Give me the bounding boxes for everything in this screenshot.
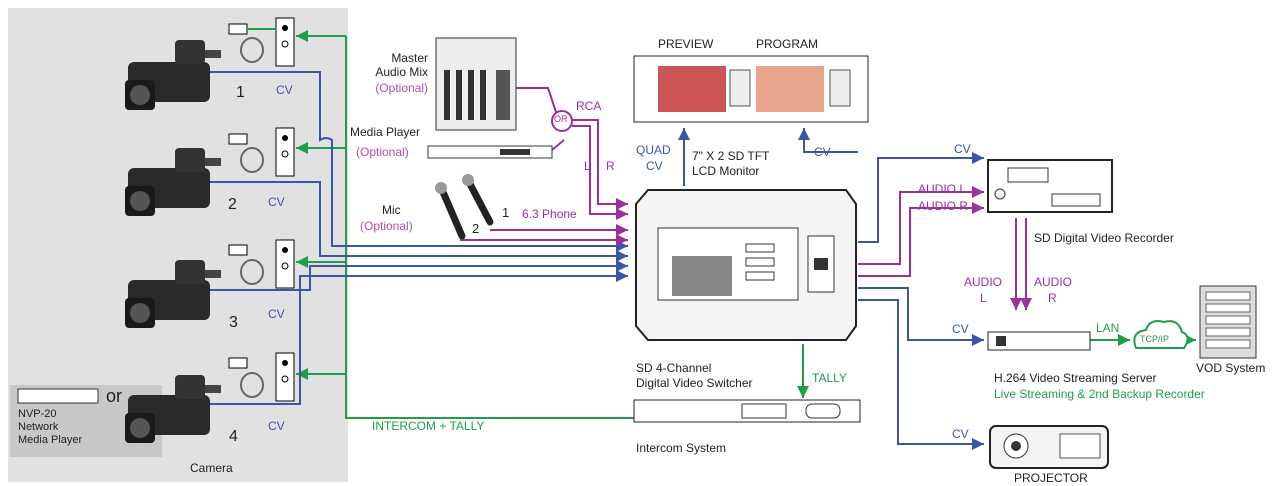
mic-label: Mic	[382, 203, 401, 217]
switcher-line2: Digital Video Switcher	[636, 376, 753, 390]
switcher-line1: SD 4-Channel	[636, 361, 712, 375]
camera-number-3: 3	[229, 314, 238, 331]
intercom-system-label: Intercom System	[636, 441, 727, 455]
cv-label-cam-4: CV	[268, 419, 285, 433]
lan-label: LAN	[1096, 321, 1120, 335]
intercom-device-icon	[633, 399, 861, 423]
nvp-name-line3: Media Player	[18, 434, 83, 446]
cv-label-cam-1: CV	[276, 83, 293, 97]
rca-l-label: L	[584, 159, 591, 173]
audio-down-l-line2: L	[980, 291, 987, 305]
camera-number-4: 4	[229, 428, 238, 445]
nvp-name-line2: Network	[18, 421, 59, 433]
audio-down-r-line1: AUDIO	[1034, 275, 1073, 289]
recorder-cv-label: CV	[954, 142, 971, 156]
vod-system-label: VOD System	[1196, 361, 1266, 375]
tcpip-cloud-icon	[1133, 320, 1189, 349]
intercom-wiring	[248, 28, 809, 419]
tally-label: TALLY	[812, 371, 847, 385]
recorder-audio-r-label: AUDIO R	[918, 199, 969, 213]
media-player-optional: (Optional)	[356, 145, 409, 159]
projector-cv-label: CV	[952, 427, 969, 441]
monitor-desc-line1: 7" X 2 SD TFT	[692, 149, 770, 163]
or-circle-label: OR	[554, 114, 568, 124]
intercom-tally-label: INTERCOM + TALLY	[372, 419, 485, 433]
video-switcher-icon	[635, 189, 857, 341]
camera-1	[125, 40, 221, 110]
quad-label: QUAD	[636, 143, 671, 157]
tally-box-3	[228, 239, 295, 289]
audio-down-l-line1: AUDIO	[964, 275, 1003, 289]
streaming-server-sub: Live Streaming & 2nd Backup Recorder	[994, 387, 1205, 401]
mic-icons	[435, 174, 494, 240]
mic-optional: (Optional)	[360, 219, 413, 233]
audio-mixer-icon	[435, 37, 517, 131]
projector-icon	[989, 425, 1109, 469]
tally-box-1	[228, 17, 295, 67]
camera-cv-wiring	[210, 71, 984, 450]
streaming-server-name: H.264 Video Streaming Server	[994, 371, 1157, 385]
cv-label-cam-2: CV	[268, 195, 285, 209]
rca-r-label: R	[606, 159, 615, 173]
tally-box-2	[228, 127, 295, 177]
recorder-audio-l-label: AUDIO L	[918, 182, 967, 196]
audio-mixer-line2: Audio Mix	[375, 65, 428, 79]
rca-label: RCA	[576, 99, 602, 113]
preview-label: PREVIEW	[658, 37, 714, 51]
cv-label-cam-3: CV	[268, 307, 285, 321]
camera-section-label: Camera	[190, 461, 233, 475]
camera-number-2: 2	[228, 196, 237, 213]
media-player-icon	[427, 145, 553, 159]
phone-label: 6.3 Phone	[522, 207, 577, 221]
audio-wiring	[460, 87, 1032, 310]
nvp-device-icon	[17, 388, 99, 404]
streaming-cv-label: CV	[952, 322, 969, 336]
quad-cv-label: CV	[646, 159, 663, 173]
lcd-monitor-icon	[633, 55, 869, 123]
camera-2	[125, 148, 221, 216]
camera-3	[125, 260, 221, 328]
monitor-desc-line2: LCD Monitor	[692, 164, 760, 178]
camera-4	[125, 375, 221, 443]
video-recorder-icon	[987, 159, 1113, 213]
media-player-line1: Media Player	[350, 125, 421, 139]
nvp-or-label: or	[106, 386, 123, 406]
tally-box-4	[228, 352, 295, 402]
monitor-cv-label: CV	[814, 145, 831, 159]
vod-server-icon	[1199, 285, 1257, 359]
tcpip-label: TCP/IP	[1140, 334, 1170, 344]
projector-label: PROJECTOR	[1014, 471, 1088, 485]
mic-number-1: 1	[502, 205, 510, 220]
audio-mixer-line1: Master	[391, 51, 428, 65]
nvp-name-line1: NVP-20	[18, 408, 57, 420]
program-label: PROGRAM	[756, 37, 819, 51]
camera-number-1: 1	[236, 84, 245, 101]
recorder-name-label: SD Digital Video Recorder	[1034, 231, 1174, 245]
streaming-server-icon	[987, 331, 1091, 351]
audio-down-r-line2: R	[1048, 291, 1057, 305]
mic-number-2: 2	[472, 221, 480, 236]
audio-mixer-optional: (Optional)	[375, 81, 428, 95]
